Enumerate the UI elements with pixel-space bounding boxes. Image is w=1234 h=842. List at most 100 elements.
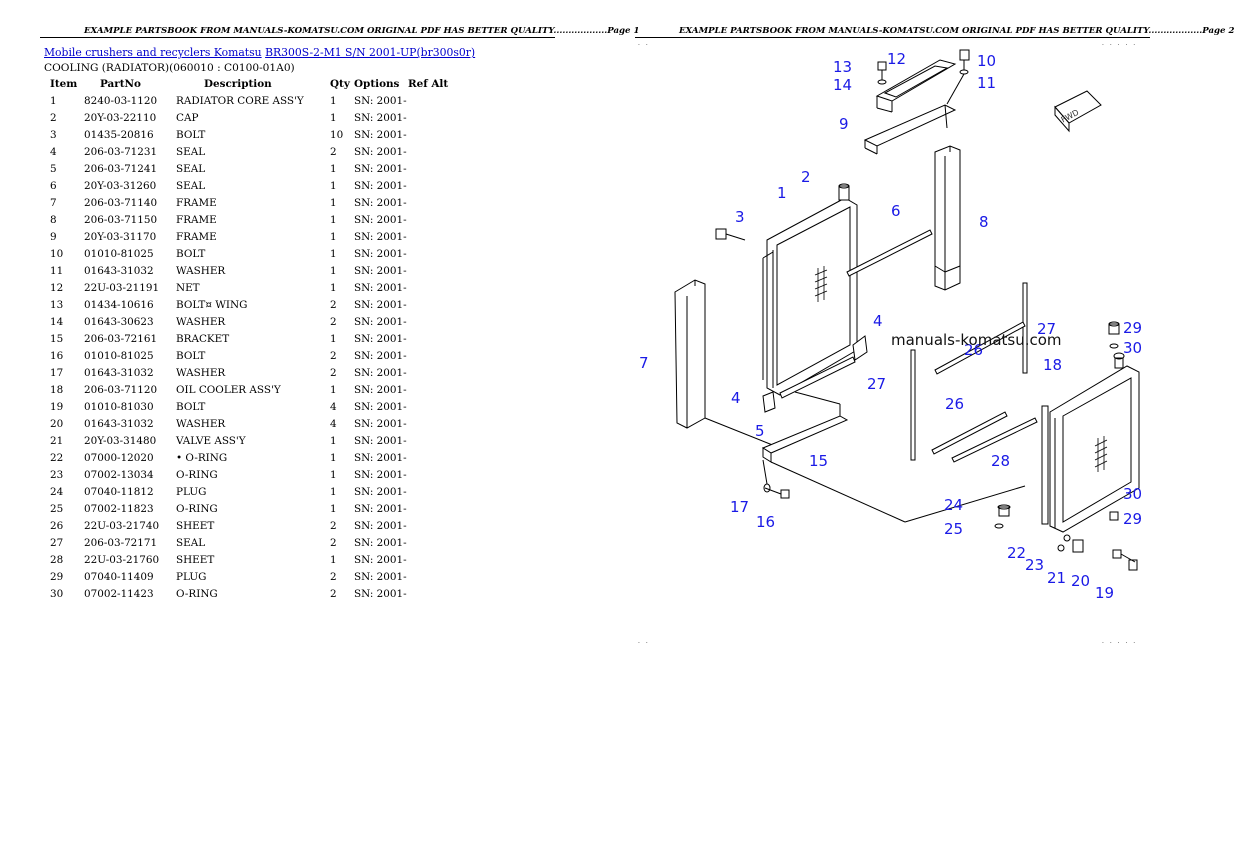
cell-options: SN: 2001- [354, 247, 407, 260]
cell-partno: 206-03-72171 [84, 536, 158, 549]
callout-1: 1 [777, 184, 787, 202]
cell-qty: 1 [330, 213, 337, 226]
cell-ref-alt [408, 347, 448, 364]
cell-options: SN: 2001- [354, 128, 407, 141]
cell-options: SN: 2001- [354, 111, 407, 124]
corner-mark: · · [638, 640, 650, 647]
cell-options: SN: 2001- [354, 553, 407, 566]
cell-qty: 2 [330, 570, 337, 583]
cell-item: 24 [50, 485, 64, 498]
cell-options: SN: 2001- [354, 145, 407, 158]
cell-ref-alt [408, 330, 448, 347]
cell-options: SN: 2001- [354, 434, 407, 447]
callout-7: 7 [639, 354, 649, 372]
cell-options: SN: 2001- [354, 519, 407, 532]
seal-part-6 [846, 229, 933, 277]
corner-mark: · · · · · [1102, 640, 1138, 647]
cell-partno: 01435-20816 [84, 128, 154, 141]
cell-qty: 2 [330, 349, 337, 362]
cell-description: FRAME [176, 230, 217, 243]
cell-partno: 22U-03-21191 [84, 281, 160, 294]
cell-qty: 1 [330, 332, 337, 345]
corner-mark: · · · · · [1102, 42, 1138, 49]
bolt-wing-part [877, 49, 970, 105]
cell-ref-alt [408, 551, 448, 568]
callout-11: 11 [977, 74, 996, 92]
breadcrumb-link-model[interactable]: BR300S-2-M1 S/N 2001-UP(br300s0r) [265, 46, 476, 59]
cell-description: OIL COOLER ASS'Y [176, 383, 281, 396]
cell-qty: 4 [330, 417, 337, 430]
callout-17: 17 [730, 498, 749, 516]
cell-item: 16 [50, 349, 64, 362]
cell-partno: 01010-81025 [84, 349, 154, 362]
cell-options: SN: 2001- [354, 451, 407, 464]
callout-30b: 30 [1123, 485, 1142, 503]
cell-options: SN: 2001- [354, 485, 407, 498]
cell-options: SN: 2001- [354, 366, 407, 379]
cell-description: WASHER [176, 366, 226, 379]
parts-table-header: Item PartNo Description Qty Options Ref … [44, 76, 448, 92]
cell-options: SN: 2001- [354, 400, 407, 413]
valve-part [1057, 534, 1138, 571]
bolt-part-16 [762, 459, 790, 499]
cell-options: SN: 2001- [354, 570, 407, 583]
parts-table: Item PartNo Description Qty Options Ref … [44, 76, 448, 602]
callout-29a: 29 [1123, 319, 1142, 337]
column-header-description: Description [204, 78, 272, 90]
cell-ref-alt [408, 245, 448, 262]
cell-ref-alt [408, 568, 448, 585]
cell-partno: 01010-81030 [84, 400, 154, 413]
cell-item: 10 [50, 247, 64, 260]
cell-qty: 1 [330, 383, 337, 396]
callout-26a: 26 [964, 341, 983, 359]
cell-ref-alt [408, 160, 448, 177]
cell-ref-alt [408, 517, 448, 534]
net-part [875, 59, 957, 113]
header-divider [40, 37, 555, 38]
cell-qty: 1 [330, 553, 337, 566]
cell-ref-alt [408, 211, 448, 228]
frame-part-7 [674, 279, 776, 447]
frame-part-8 [934, 145, 961, 291]
callout-15: 15 [809, 452, 828, 470]
cell-partno: 07002-11423 [84, 587, 154, 600]
callout-29b: 29 [1123, 510, 1142, 528]
cell-qty: 2 [330, 587, 337, 600]
cell-description: O-RING [176, 468, 218, 481]
breadcrumb-link-category[interactable]: Mobile crushers and recyclers Komatsu [44, 46, 262, 59]
callout-14: 14 [833, 76, 852, 94]
frame-part-9 [863, 104, 957, 155]
cell-description: • O-RING [176, 451, 228, 464]
cell-ref-alt [408, 500, 448, 517]
cell-ref-alt [408, 483, 448, 500]
cell-partno: 07002-13034 [84, 468, 154, 481]
seal-part-27 [910, 282, 1028, 461]
cell-description: BOLT [176, 247, 206, 260]
cell-item: 26 [50, 519, 64, 532]
cell-description: FRAME [176, 213, 217, 226]
cell-description: CAP [176, 111, 199, 124]
cell-description: O-RING [176, 502, 218, 515]
cell-qty: 1 [330, 502, 337, 515]
bracket-part [761, 391, 1026, 523]
cell-qty: 1 [330, 230, 337, 243]
cell-qty: 1 [330, 468, 337, 481]
cell-ref-alt [408, 415, 448, 432]
cell-item: 13 [50, 298, 64, 311]
cell-ref-alt [408, 92, 448, 109]
cell-partno: 07002-11823 [84, 502, 154, 515]
cell-item: 1 [50, 94, 57, 107]
cell-ref-alt [408, 262, 448, 279]
cell-options: SN: 2001- [354, 213, 407, 226]
